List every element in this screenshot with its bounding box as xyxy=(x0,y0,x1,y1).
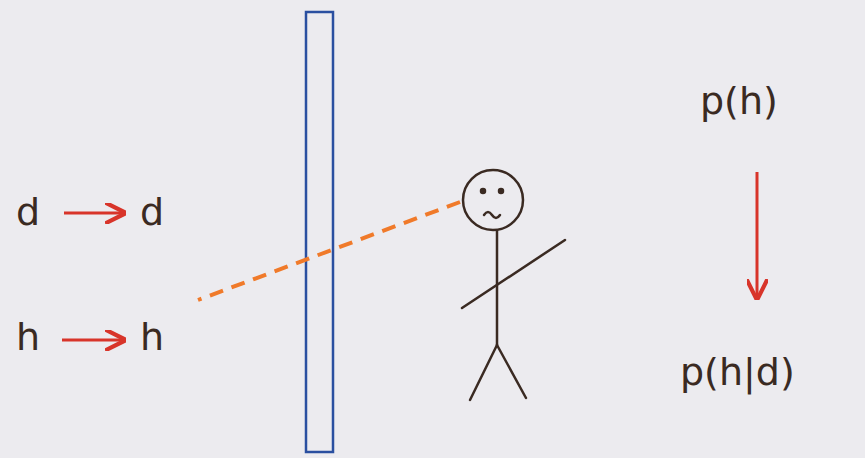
variable-label: d xyxy=(140,193,164,231)
mapping-arrow xyxy=(64,212,124,215)
mapping-arrow xyxy=(62,339,124,342)
variable-label: d xyxy=(16,193,40,231)
wall xyxy=(306,12,333,452)
variable-label: h xyxy=(140,318,164,356)
sight-line xyxy=(198,202,460,300)
stick-figure xyxy=(462,170,565,400)
update-arrow xyxy=(756,172,759,298)
variable-label: h xyxy=(16,318,40,356)
probability-label: p(h|d) xyxy=(680,353,795,391)
probability-label: p(h) xyxy=(700,82,778,120)
